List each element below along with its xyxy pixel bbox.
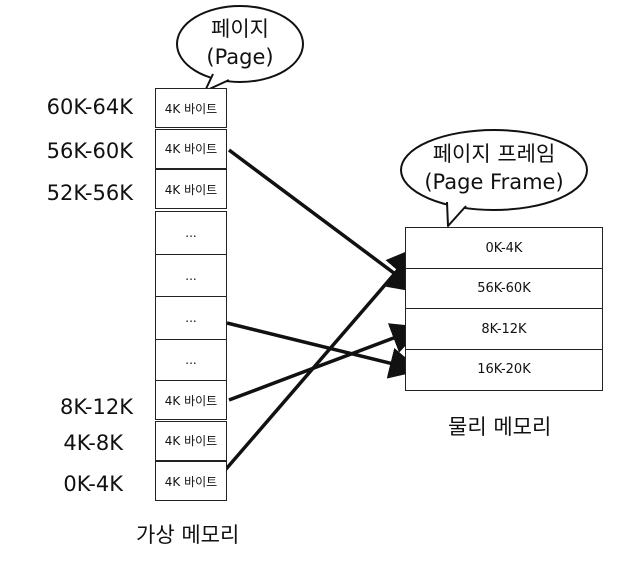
arrow-ellipsis-16k-20k (226, 321, 422, 379)
pm-cell: 8K-12K (405, 308, 603, 350)
vm-cell: ... (155, 211, 227, 255)
pm-cell: 16K-20K (405, 348, 603, 391)
page-frame-bubble (400, 129, 588, 227)
vm-address-label: 8K-12K (60, 395, 133, 419)
vm-cell: 4K 바이트 (155, 420, 227, 461)
vm-cell: ... (155, 338, 227, 382)
vm-cell: ... (155, 253, 227, 298)
pm-cell: 56K-60K (405, 267, 603, 310)
arrow-0k-4k (212, 246, 419, 485)
pm-cell: 0K-4K (405, 227, 603, 269)
vm-cell: 4K 바이트 (155, 88, 227, 128)
vm-cell: 4K 바이트 (155, 461, 227, 501)
arrow-56k-60k (227, 148, 421, 293)
page-frame-bubble-line1: 페이지 프레임 (432, 142, 556, 166)
page-bubble-line2: (Page) (206, 45, 274, 69)
vm-cell: 4K 바이트 (155, 128, 227, 169)
arrow-8k-12k (228, 323, 423, 402)
virtual-memory-title: 가상 메모리 (136, 523, 240, 547)
page-frame-bubble-text: 페이지 프레임 (Page Frame) (404, 140, 584, 196)
vm-address-label: 60K-64K (46, 95, 133, 119)
page-bubble (176, 5, 304, 92)
vm-address-label: 4K-8K (63, 431, 123, 455)
vm-cell: 4K 바이트 (155, 169, 227, 209)
page-bubble-text: 페이지 (Page) (180, 15, 300, 71)
vm-address-label: 0K-4K (63, 472, 123, 496)
page-frame-bubble-line2: (Page Frame) (424, 170, 564, 194)
vm-address-label: 52K-56K (46, 181, 133, 205)
page-bubble-line1: 페이지 (211, 17, 269, 41)
vm-cell: 4K 바이트 (155, 380, 227, 420)
physical-memory-title: 물리 메모리 (448, 415, 552, 439)
vm-cell: ... (155, 296, 227, 340)
vm-address-label: 56K-60K (46, 139, 133, 163)
